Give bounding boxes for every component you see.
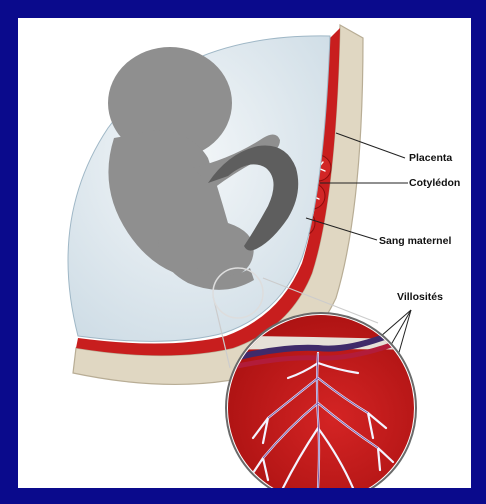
label-cotyledon: Cotylédon	[409, 177, 460, 189]
placenta-diagram	[18, 18, 471, 488]
label-villosites: Villosités	[397, 291, 443, 303]
label-sang-maternel: Sang maternel	[379, 235, 451, 247]
diagram-panel: Placenta Cotylédon Sang maternel Villosi…	[18, 18, 471, 488]
label-placenta: Placenta	[409, 152, 452, 164]
